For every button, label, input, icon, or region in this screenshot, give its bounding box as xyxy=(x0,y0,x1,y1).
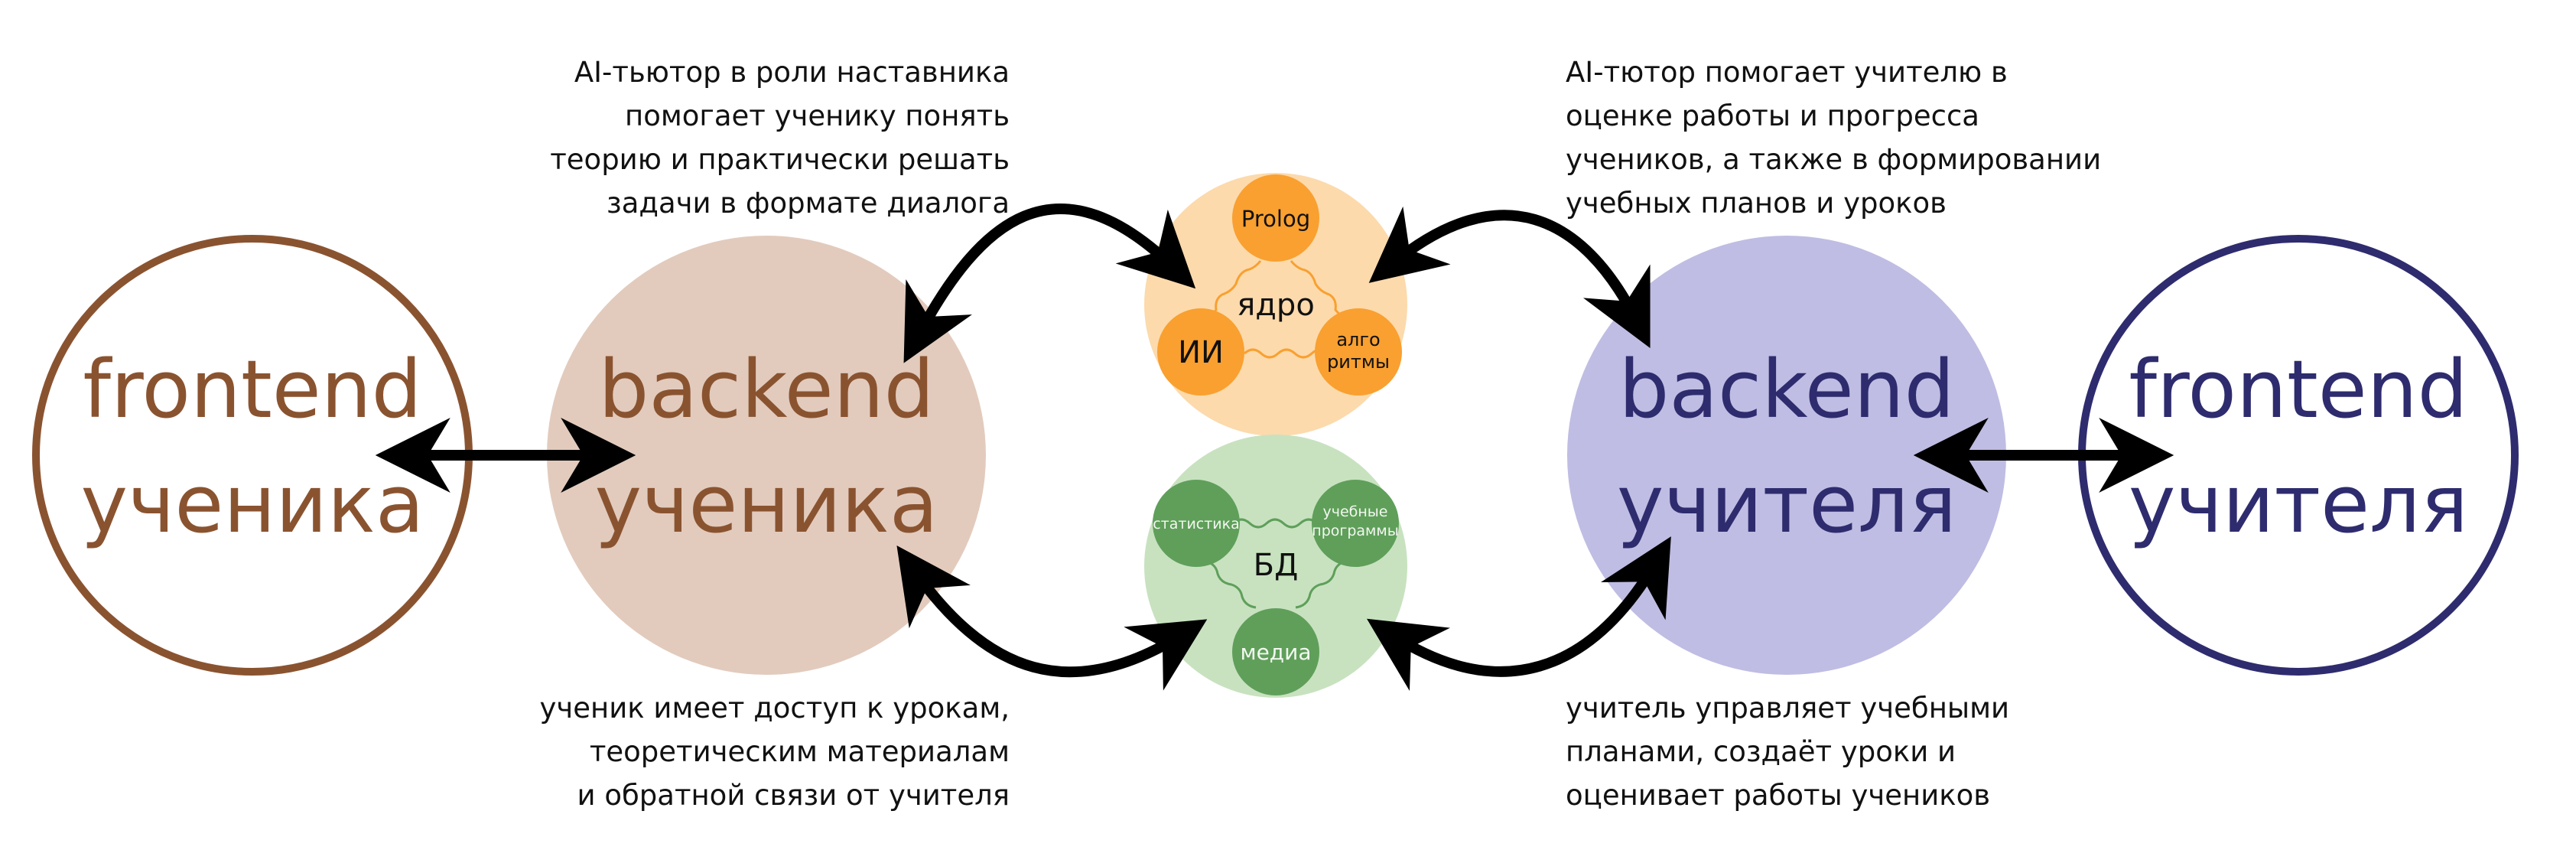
student-backend-label-line1: backend xyxy=(598,343,934,436)
teacher-backend: backend учителя xyxy=(1567,236,2006,675)
student-frontend-label-line1: frontend xyxy=(83,343,421,436)
teacher-backend-circle xyxy=(1567,236,2006,675)
db-node-media xyxy=(1232,608,1319,695)
core-cluster: ядро Prolog ИИ алго ритмы xyxy=(1144,173,1407,436)
student-backend-label-line2: ученика xyxy=(594,458,938,551)
description-student-db-line: теоретическим материалам xyxy=(590,735,1010,768)
description-student-ai-line: помогает ученику понять xyxy=(625,99,1010,132)
description-teacher-db-line: оценивает работы учеников xyxy=(1566,779,1990,812)
teacher-frontend: frontend учителя xyxy=(2078,235,2519,676)
db-link-curricula-media xyxy=(1295,560,1345,609)
core-node-algorithms-label-line2: ритмы xyxy=(1327,351,1390,373)
db-node-statistics-label: статистика xyxy=(1153,516,1240,532)
student-backend: backend ученика xyxy=(547,236,986,675)
db-link-statistics-media xyxy=(1206,560,1257,609)
description-student-ai-line: задачи в формате диалога xyxy=(607,187,1010,220)
db-label: БД xyxy=(1254,548,1299,583)
db-node-curricula-label-line2: программы xyxy=(1312,523,1398,539)
description-student-ai: AI-тьютор в роли наставника помогает уче… xyxy=(550,56,1010,220)
db-node-statistics xyxy=(1153,480,1240,567)
arrow-student-backend-db xyxy=(896,545,1208,691)
arrow-teacher-backend-core xyxy=(1368,206,1651,349)
description-teacher-db-line: планами, создаёт уроки и xyxy=(1566,735,1956,768)
description-teacher-db: учитель управляет учебными планами, созд… xyxy=(1566,692,2009,812)
description-teacher-ai-line: учеников, а также в формировании xyxy=(1566,143,2101,176)
arrows xyxy=(375,204,2174,692)
description-teacher-ai-line: оценке работы и прогресса xyxy=(1566,99,1979,132)
description-student-db: ученик имеет доступ к урокам, теоретичес… xyxy=(540,692,1010,812)
student-frontend: frontend ученика xyxy=(32,235,473,676)
description-student-db-line: ученик имеет доступ к урокам, xyxy=(540,692,1010,725)
teacher-frontend-label-line1: frontend xyxy=(2129,343,2467,436)
description-teacher-ai-line: AI-тютор помогает учителю в xyxy=(1566,56,2008,89)
student-frontend-label-line2: ученика xyxy=(80,458,424,551)
description-student-db-line: и обратной связи от учителя xyxy=(577,779,1010,812)
db-node-media-label: медиа xyxy=(1240,640,1311,665)
description-student-ai-line: теорию и практически решать xyxy=(550,143,1010,176)
core-link-prolog-algorithms xyxy=(1290,260,1353,321)
description-teacher-ai-line: учебных планов и уроков xyxy=(1566,187,1947,220)
teacher-backend-label-line2: учителя xyxy=(1617,458,1956,551)
core-node-algorithms-label-line1: алго xyxy=(1336,329,1380,350)
core-label: ядро xyxy=(1237,288,1315,323)
core-node-prolog xyxy=(1232,174,1319,262)
description-student-ai-line: AI-тьютор в роли наставника xyxy=(574,56,1010,89)
description-teacher-ai: AI-тютор помогает учителю в оценке работ… xyxy=(1566,56,2101,220)
arrow-teacher-backend-db xyxy=(1367,536,1671,692)
core-node-prolog-label: Prolog xyxy=(1241,206,1310,232)
student-backend-circle xyxy=(547,236,986,675)
arrow-student-backend-core xyxy=(903,204,1196,363)
teacher-backend-label-line1: backend xyxy=(1618,343,1954,436)
core-node-ai-label: ИИ xyxy=(1178,335,1224,370)
db-node-curricula-label-line1: учебные xyxy=(1323,503,1388,520)
teacher-frontend-circle xyxy=(2078,235,2519,676)
description-teacher-db-line: учитель управляет учебными xyxy=(1566,692,2009,725)
db-cluster: БД статистика учебные программы медиа xyxy=(1144,435,1407,698)
student-frontend-circle xyxy=(32,235,473,676)
teacher-frontend-label-line2: учителя xyxy=(2129,458,2468,551)
